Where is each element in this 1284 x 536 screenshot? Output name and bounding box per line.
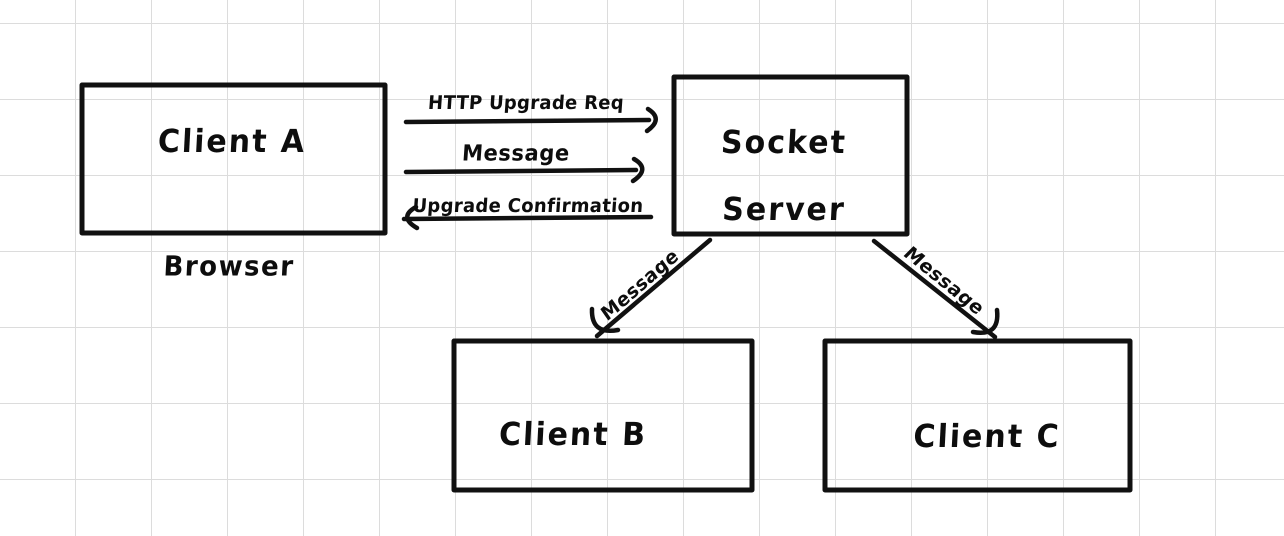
node-box-client-b[interactable] <box>451 338 755 493</box>
arrow-upgrade-confirmation <box>401 204 654 231</box>
arrow-message-server-to-c <box>871 238 1000 340</box>
node-label-client-a: Client A <box>156 123 308 161</box>
node-box-client-a[interactable] <box>79 82 388 236</box>
arrow-message-server-to-b <box>589 237 713 339</box>
edge-label-http-upgrade-req: HTTP Upgrade Req <box>427 91 625 115</box>
node-caption-browser: Browser <box>162 251 296 283</box>
edge-label-message-a-to-server: Message <box>461 140 571 166</box>
node-box-client-c[interactable] <box>822 338 1133 493</box>
node-box-socket-server[interactable] <box>671 74 910 237</box>
arrow-message-a-to-server <box>403 156 645 184</box>
node-label-client-c: Client C <box>912 418 1062 456</box>
node-label-client-b: Client B <box>498 416 648 454</box>
edge-label-upgrade-confirmation: Upgrade Confirmation <box>411 194 645 218</box>
arrow-http-upgrade-req <box>403 106 658 134</box>
node-label-socket-server-line2: Server <box>721 191 847 229</box>
node-label-socket-server-line1: Socket <box>720 124 848 162</box>
